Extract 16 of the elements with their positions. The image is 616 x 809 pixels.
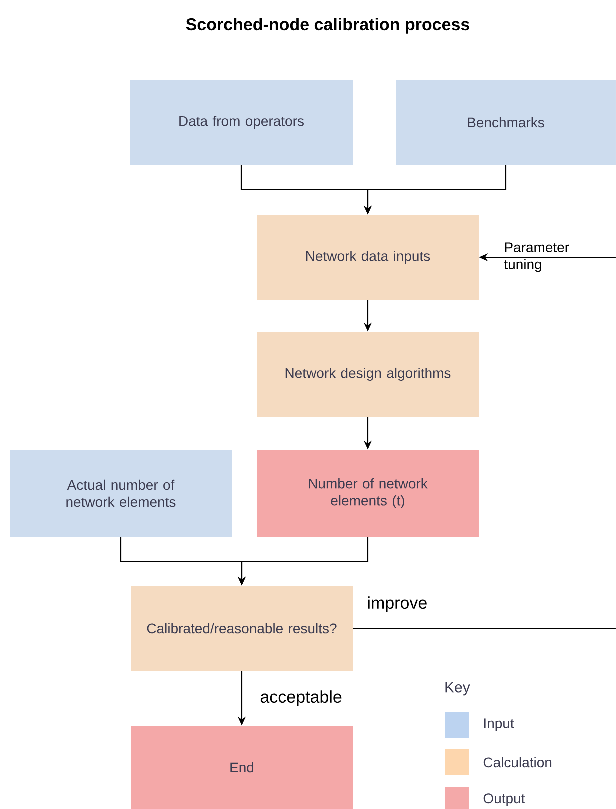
edge-label: acceptable xyxy=(260,690,342,706)
legend-title: Key xyxy=(446,682,470,696)
edge-label: Parameter tuning xyxy=(504,242,570,272)
process-box: Network data inputs xyxy=(257,215,479,300)
input-box: Benchmarks xyxy=(396,80,616,165)
input-box: Data from operators xyxy=(130,80,353,165)
input-box: Actual number of network elements xyxy=(10,450,232,537)
end-box: End xyxy=(131,726,353,809)
process-box: Network design algorithms xyxy=(257,332,479,417)
output-box: Number of network elements (t) xyxy=(257,450,479,537)
title: Scorched-node calibration process xyxy=(186,18,470,34)
legend-text: Input xyxy=(484,718,514,732)
decision-box: Calibrated/reasonable results? xyxy=(131,586,353,671)
edge-label: improve xyxy=(368,596,427,612)
legend-text: Output xyxy=(484,794,526,806)
legend-text: Calculation xyxy=(484,757,552,768)
